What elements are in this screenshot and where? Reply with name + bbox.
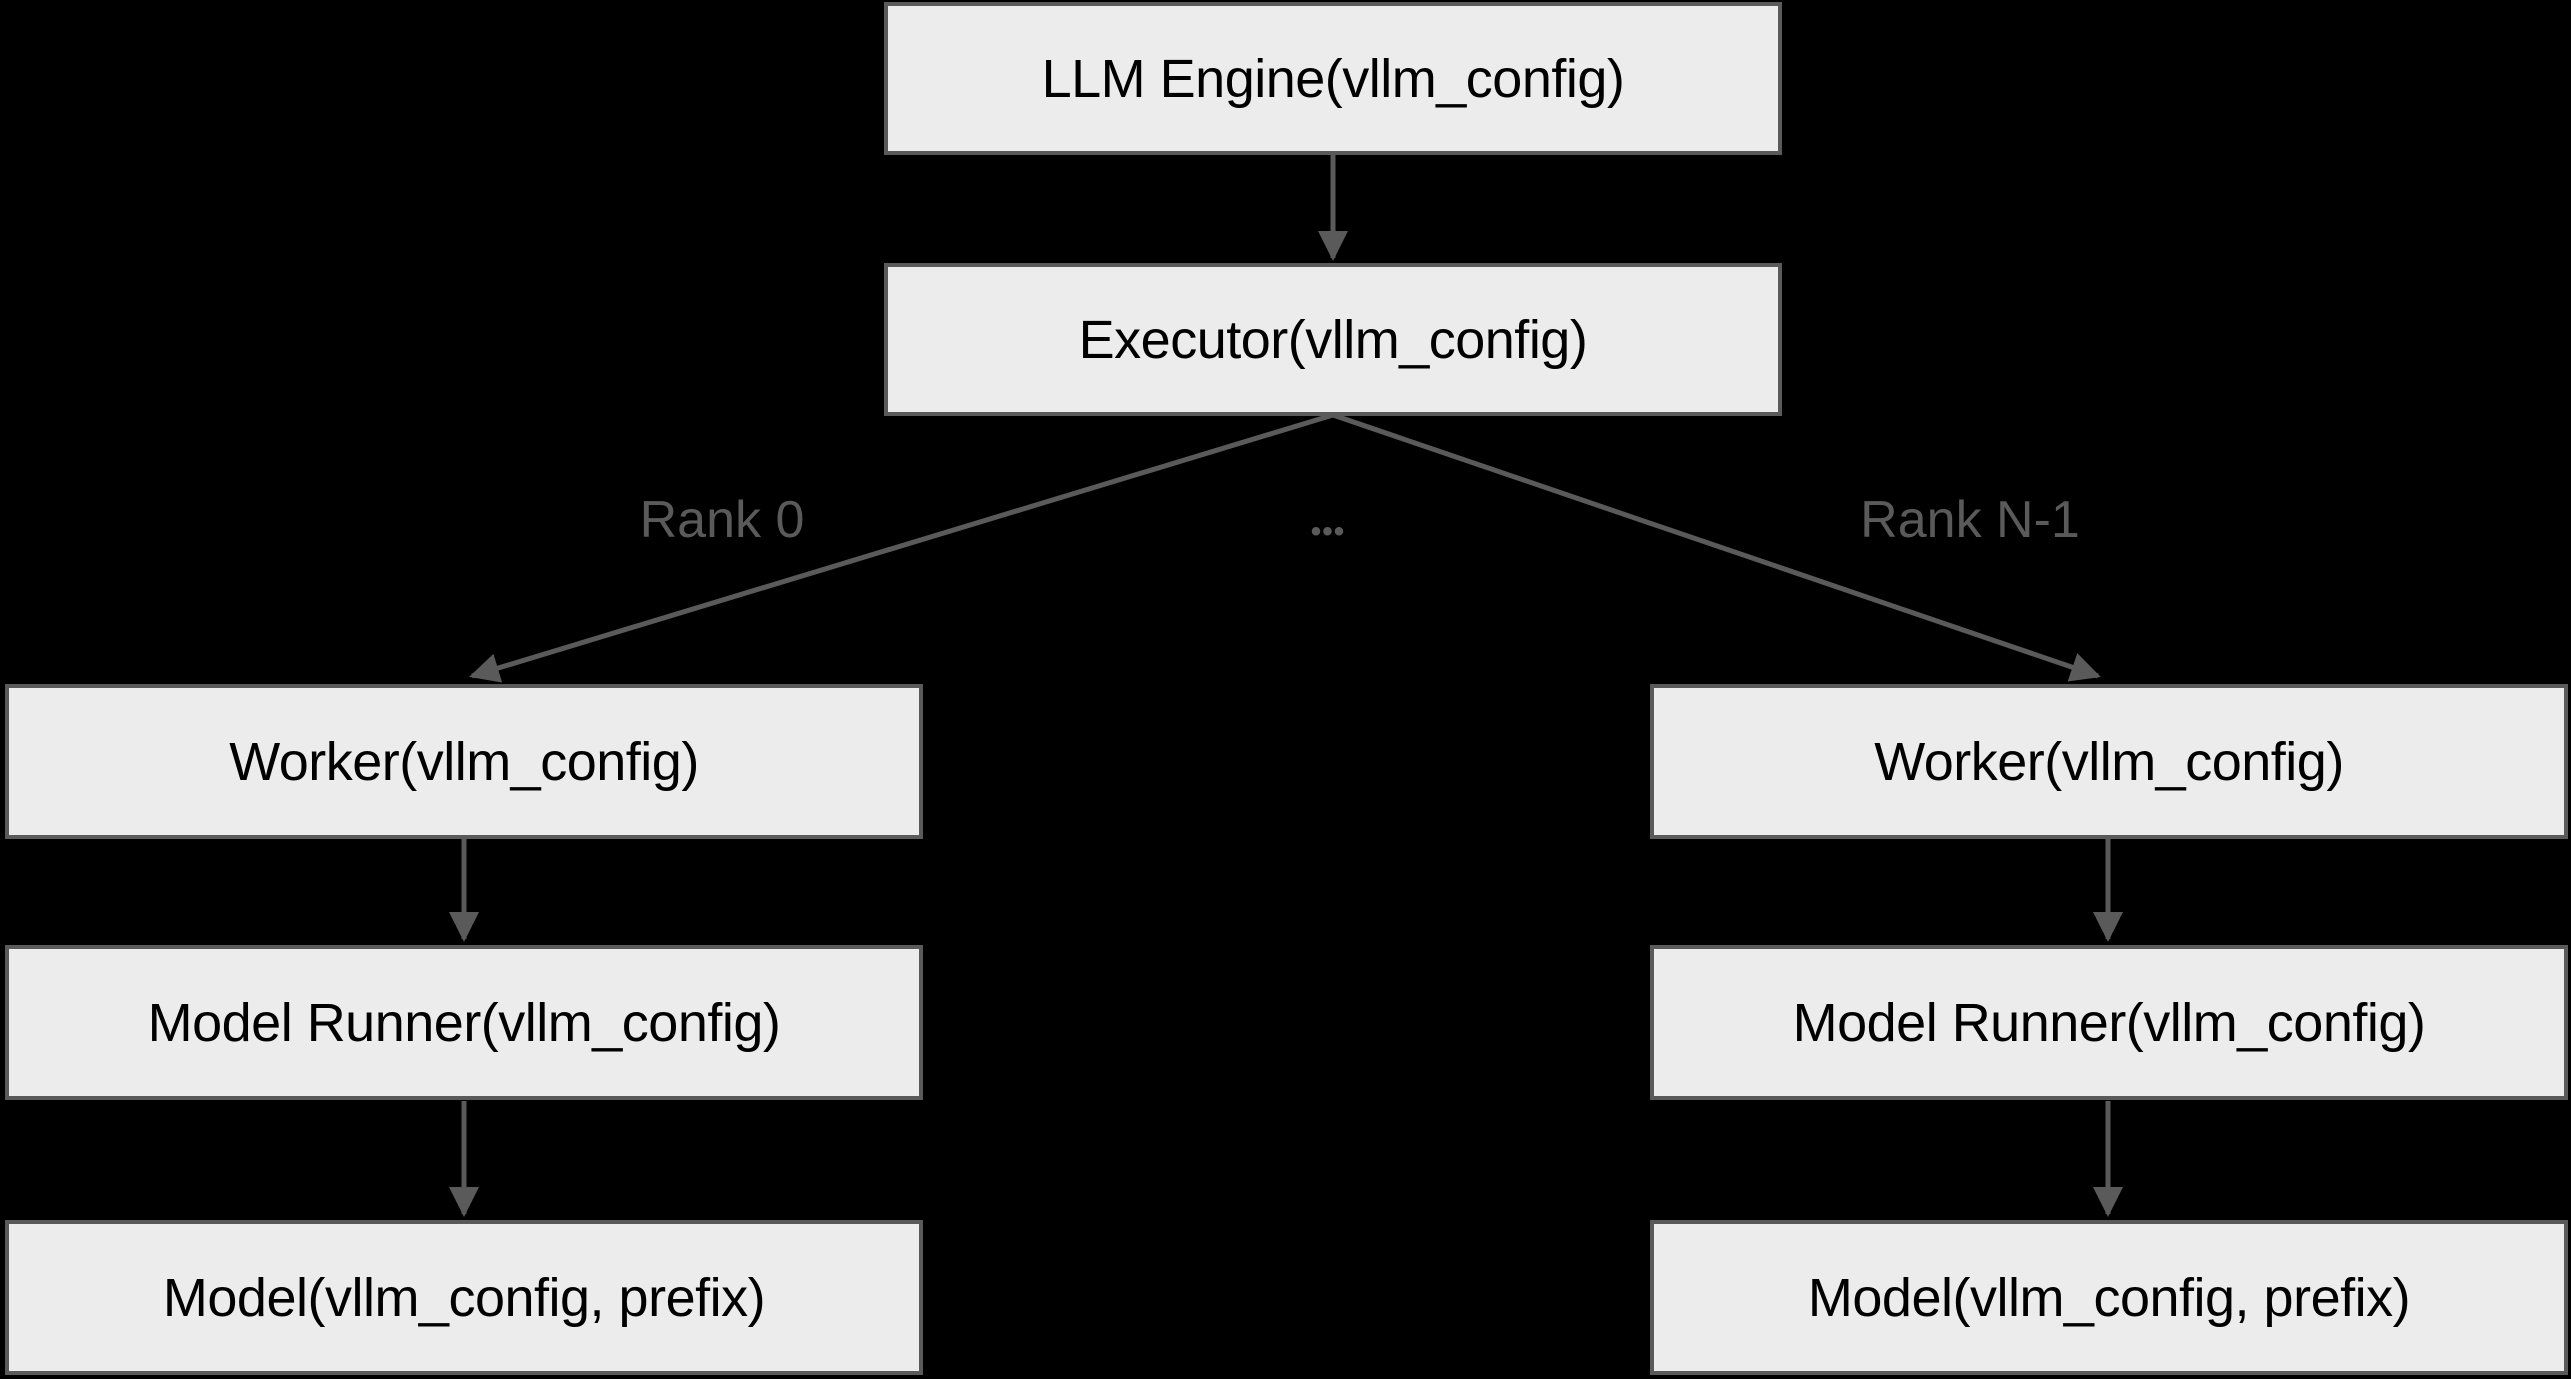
node-model-runner-rank-0-label: Model Runner(vllm_config) bbox=[147, 992, 781, 1053]
node-worker-rank-0[interactable]: Worker(vllm_config) bbox=[5, 684, 923, 839]
edge-executor-to-worker-left bbox=[469, 412, 1334, 683]
node-model-rank-0[interactable]: Model(vllm_config, prefix) bbox=[5, 1220, 923, 1375]
node-model-rank-0-label: Model(vllm_config, prefix) bbox=[162, 1267, 766, 1328]
node-model-rank-n-1[interactable]: Model(vllm_config, prefix) bbox=[1650, 1220, 2568, 1375]
node-model-runner-rank-n-1-label: Model Runner(vllm_config) bbox=[1792, 992, 2426, 1053]
node-worker-rank-n-1-label: Worker(vllm_config) bbox=[1874, 731, 2344, 792]
node-model-runner-rank-n-1[interactable]: Model Runner(vllm_config) bbox=[1650, 945, 2568, 1100]
node-executor-label: Executor(vllm_config) bbox=[1078, 309, 1588, 370]
node-model-runner-rank-0[interactable]: Model Runner(vllm_config) bbox=[5, 945, 923, 1100]
node-llm-engine-label: LLM Engine(vllm_config) bbox=[1041, 48, 1625, 109]
node-executor[interactable]: Executor(vllm_config) bbox=[884, 263, 1782, 416]
edge-label-ellipsis: ••• bbox=[1310, 515, 1346, 548]
node-model-rank-n-1-label: Model(vllm_config, prefix) bbox=[1807, 1267, 2411, 1328]
node-worker-rank-0-label: Worker(vllm_config) bbox=[229, 731, 699, 792]
edge-label-rank-n-1: Rank N-1 bbox=[1860, 491, 2080, 549]
edge-label-rank-0: Rank 0 bbox=[639, 491, 805, 549]
node-llm-engine[interactable]: LLM Engine(vllm_config) bbox=[884, 2, 1782, 155]
node-worker-rank-n-1[interactable]: Worker(vllm_config) bbox=[1650, 684, 2568, 839]
